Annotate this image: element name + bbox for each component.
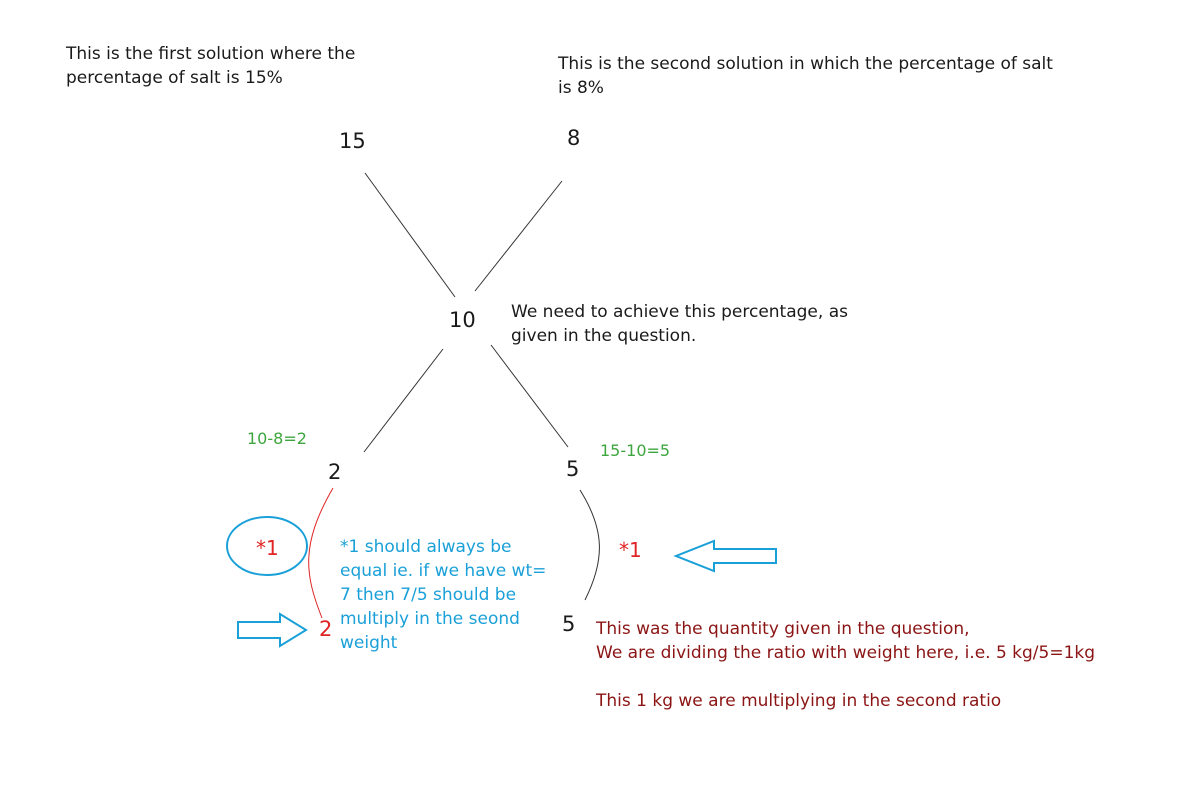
blue-arrow-right-icon (237, 612, 308, 648)
line-15-to-10 (364, 172, 456, 298)
blue-circle (226, 516, 308, 576)
target-note: We need to achieve this percentage, as g… (511, 302, 848, 346)
black-curve-right (579, 489, 600, 601)
blue-arrow-left-icon (673, 539, 777, 573)
mix-percentage: 10 (449, 308, 476, 332)
right-multiplier: *1 (619, 538, 642, 562)
left-result: 2 (319, 617, 333, 641)
quantity-note: This was the quantity given in the quest… (596, 619, 1096, 711)
line-8-to-10 (474, 180, 563, 292)
second-solution-note: This is the second solution in which the… (558, 54, 1053, 98)
second-percentage: 8 (567, 126, 581, 150)
left-ratio: 2 (328, 460, 342, 484)
right-difference: 15-10=5 (600, 441, 671, 460)
line-10-to-5 (490, 344, 569, 448)
red-curve-left (308, 487, 334, 619)
equal-note: *1 should always be equal ie. if we have… (340, 537, 547, 653)
left-multiplier: *1 (256, 536, 279, 560)
first-solution-note: This is the first solution where the per… (66, 44, 356, 88)
right-ratio: 5 (566, 457, 580, 481)
left-difference: 10-8=2 (247, 429, 307, 448)
first-percentage: 15 (339, 129, 366, 153)
line-10-to-2 (363, 348, 444, 453)
right-quantity: 5 (562, 612, 576, 636)
